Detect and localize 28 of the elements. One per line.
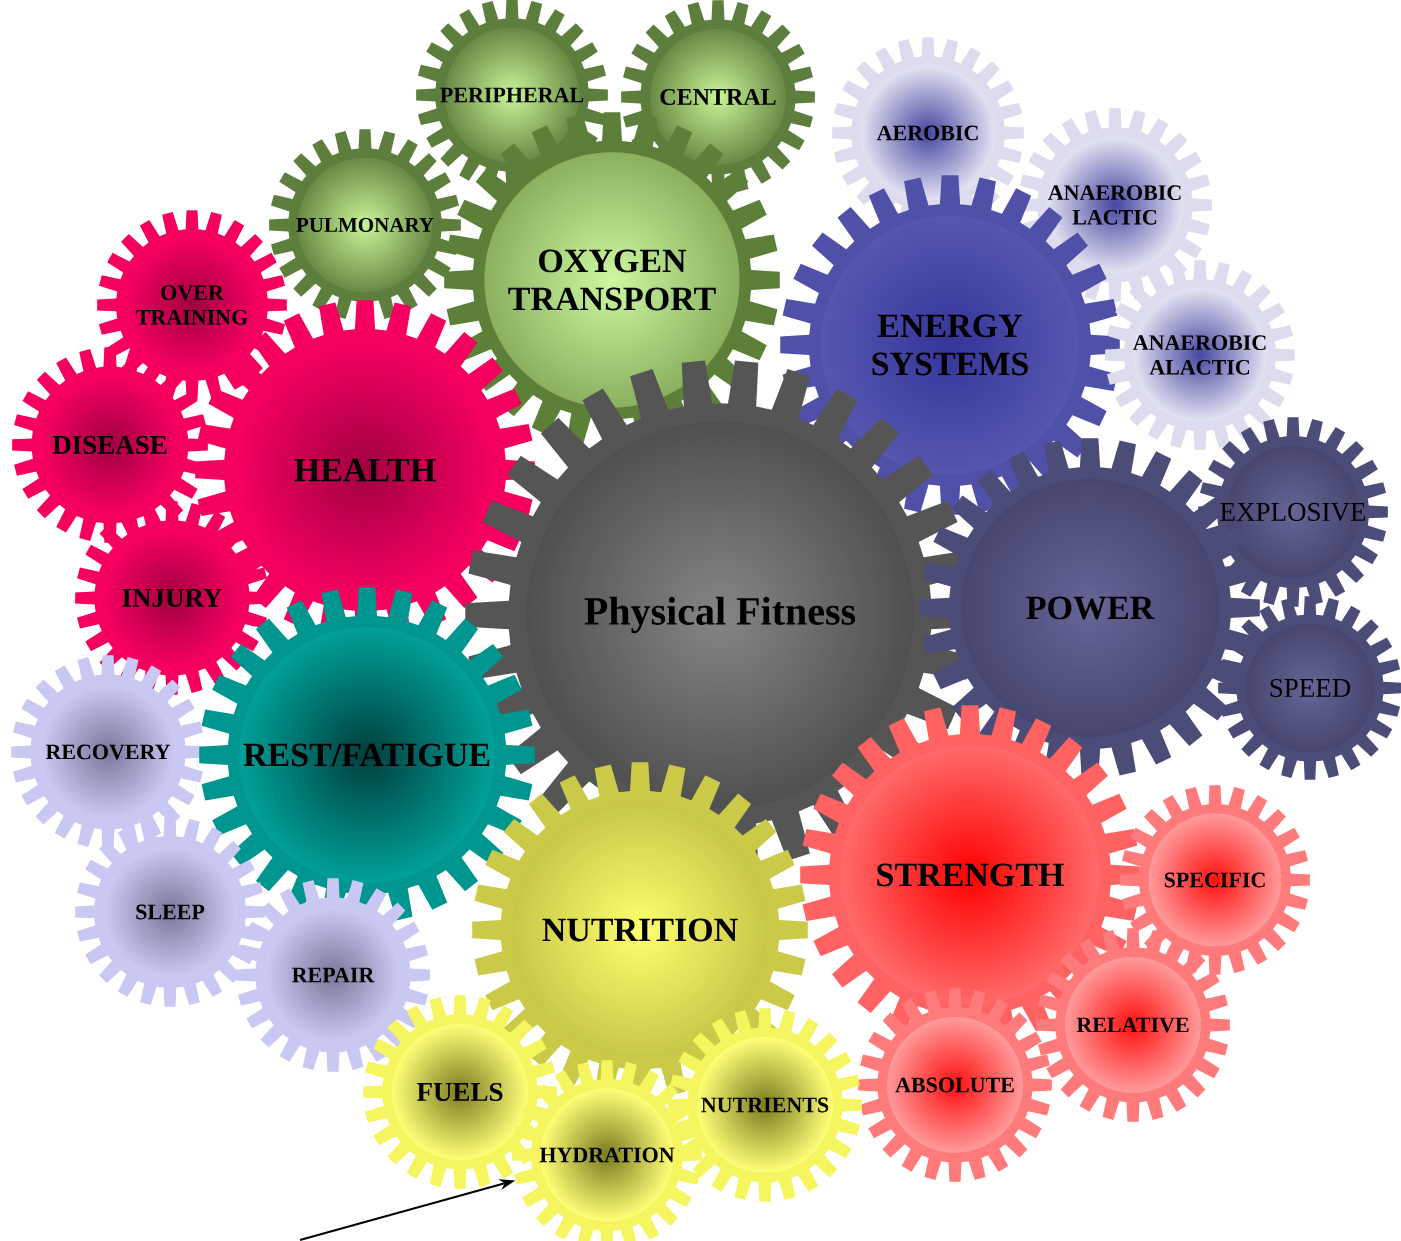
gear-label: ABSOLUTE [895, 1077, 1014, 1093]
gear-label: INJURY [122, 589, 222, 607]
gear-label: STRENGTH [877, 863, 1064, 887]
gear-label: SPECIFIC [1164, 872, 1265, 888]
gear-label: SLEEP [136, 904, 205, 920]
gear-label: DISEASE [52, 435, 167, 455]
gear-label: HEALTH [294, 458, 436, 482]
gear-label: SPEED [1270, 678, 1351, 698]
gear-label: AEROBIC [876, 125, 978, 141]
gear-label: HYDRATION [539, 1147, 675, 1163]
gear-label: OVER TRAINING [136, 285, 248, 325]
gear-label: ANAEROBIC LACTIC [1048, 185, 1181, 225]
gear-label: FUELS [416, 1082, 503, 1102]
gear-label: POWER [1026, 596, 1155, 620]
gear-label: Physical Fitness [584, 596, 856, 634]
gear-label: REST/FATIGUE [243, 743, 490, 767]
gear-label: RELATIVE [1076, 1017, 1189, 1033]
gear-label: NUTRIENTS [701, 1097, 829, 1113]
gear-label: PULMONARY [296, 217, 434, 233]
gear-label: EXPLOSIVE [1220, 502, 1366, 522]
gear-label: ENERGY SYSTEMS [872, 314, 1028, 376]
gear-label: CENTRAL [660, 88, 776, 106]
gear-label: PERIPHERAL [440, 87, 584, 103]
gear-label: NUTRITION [542, 918, 738, 942]
gear-label: ANAEROBIC ALACTIC [1133, 335, 1266, 375]
gear-label: OXYGEN TRANSPORT [508, 249, 716, 311]
gear-label: REPAIR [292, 967, 375, 983]
gear-label: RECOVERY [45, 744, 171, 760]
